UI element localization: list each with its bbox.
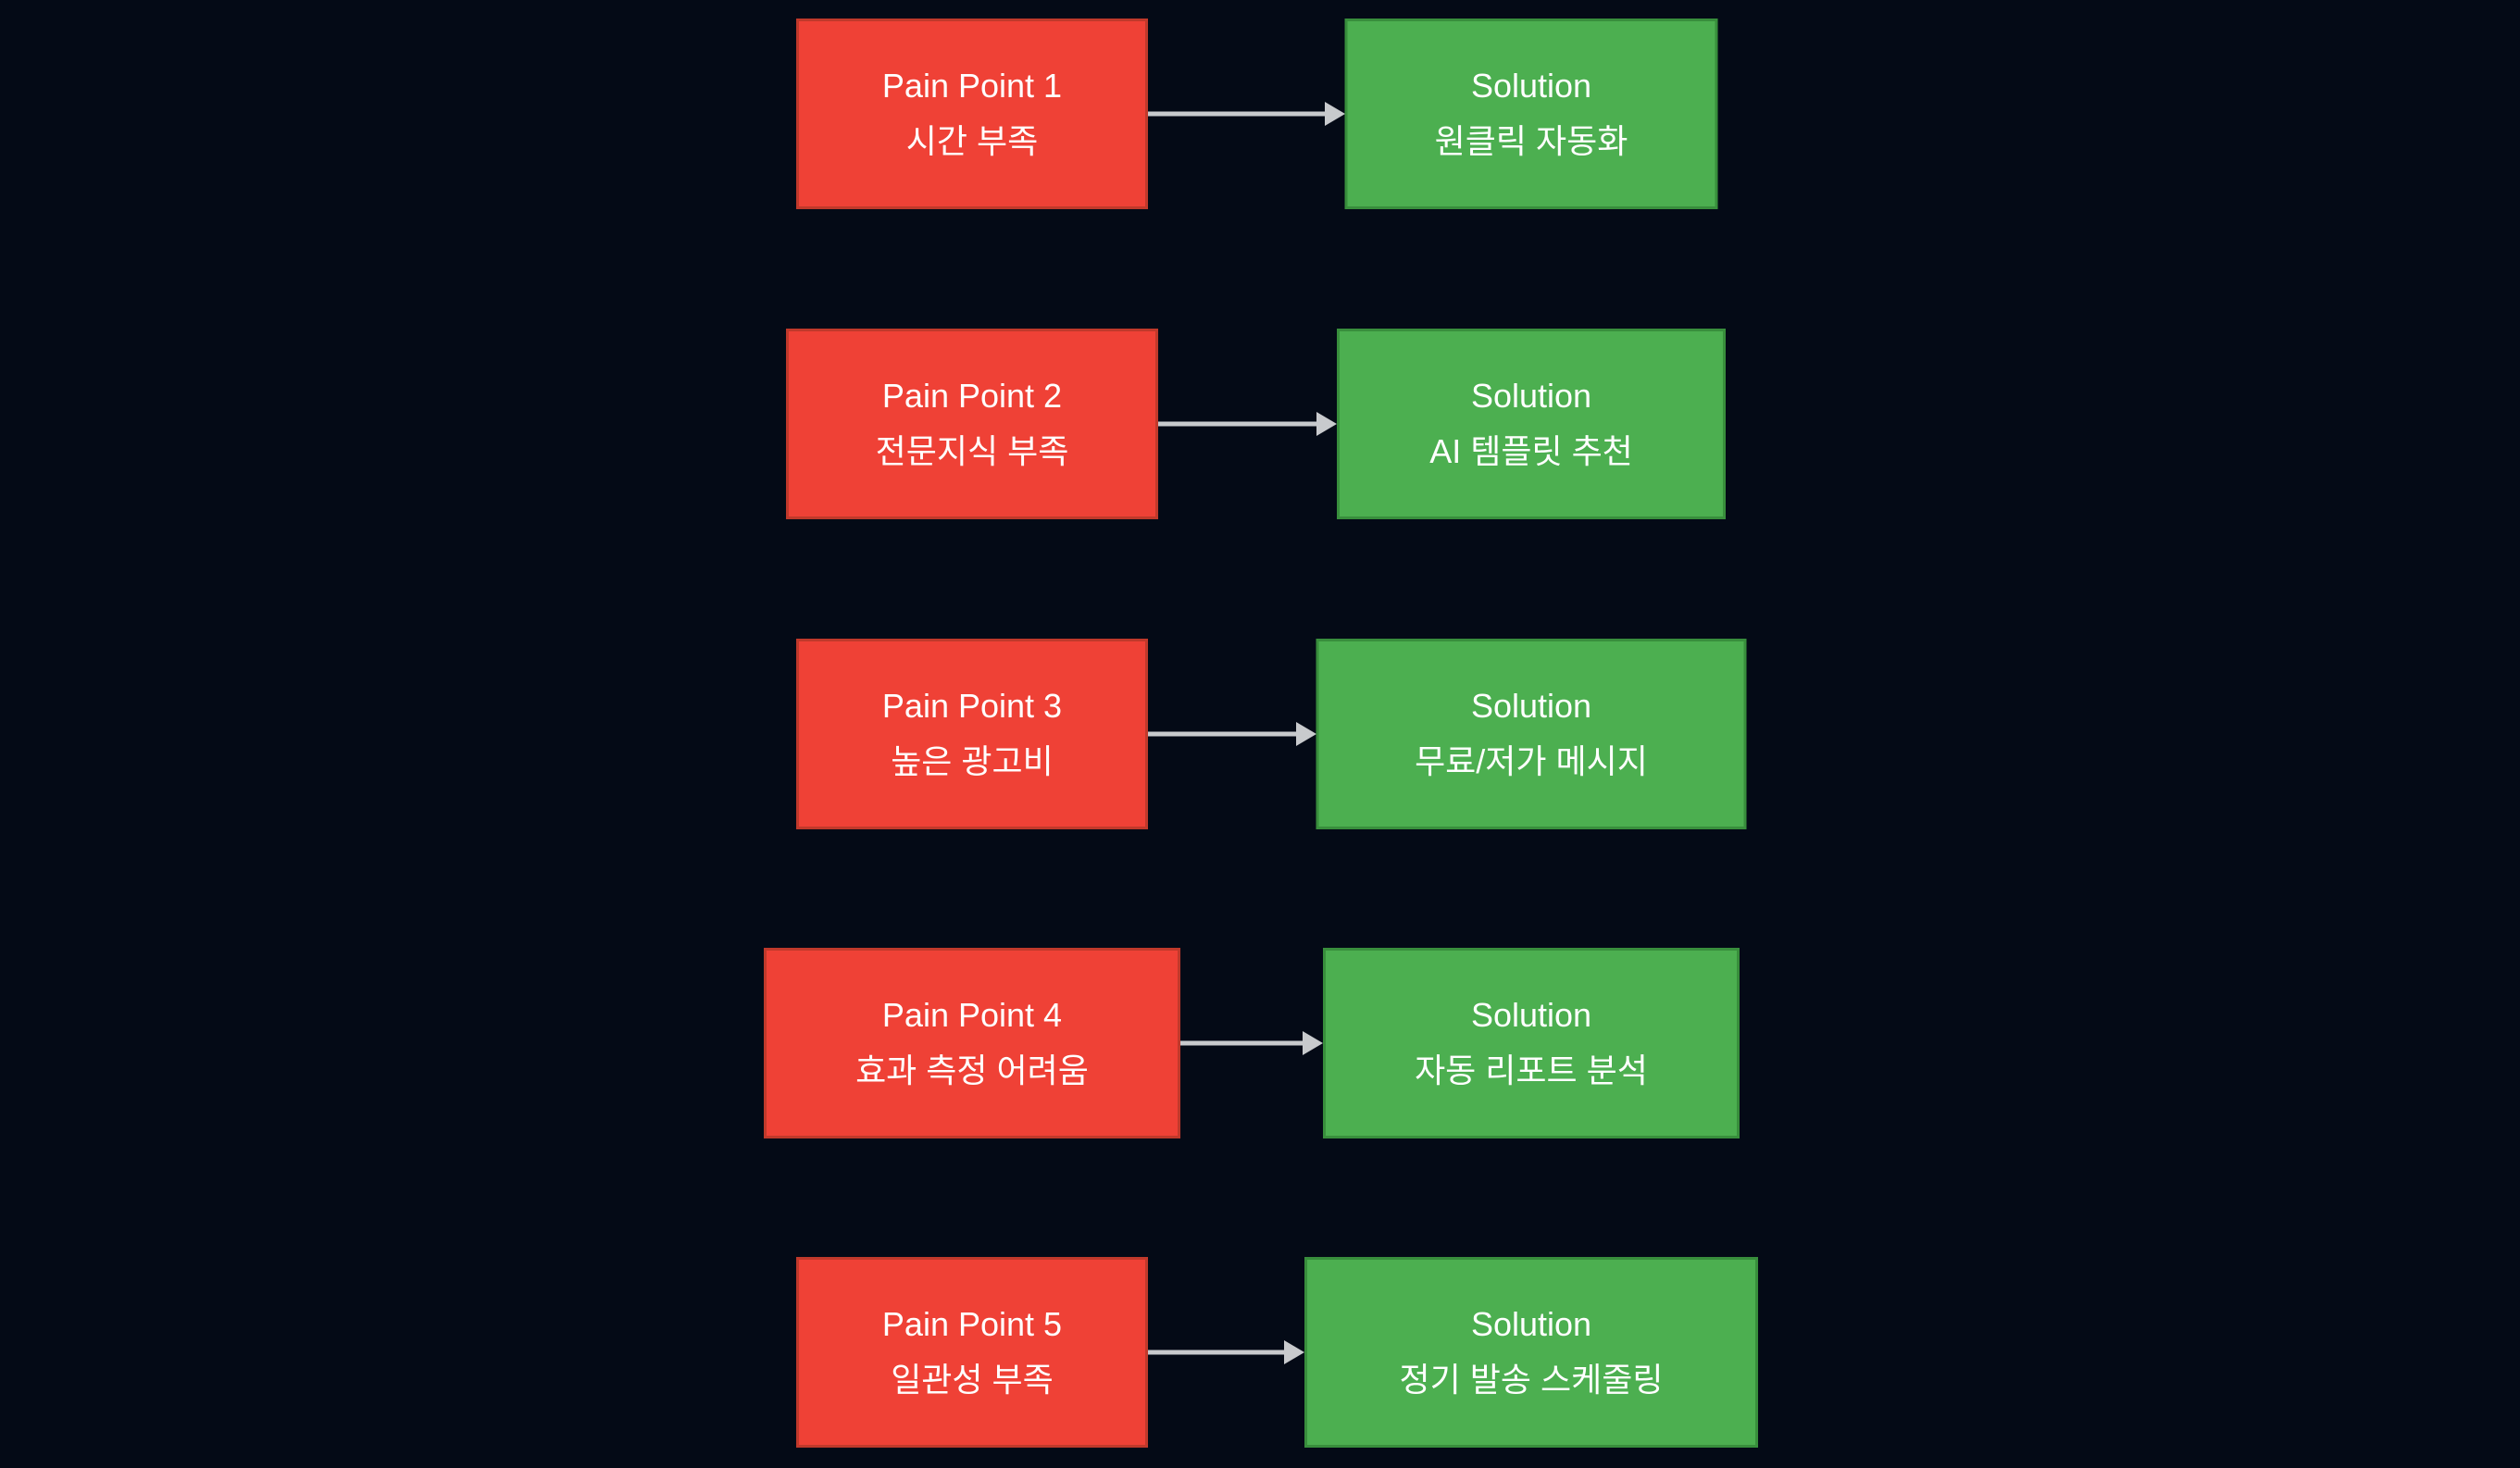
- pain-point-subtitle: 일관성 부족: [891, 1361, 1054, 1399]
- pain-point-subtitle: 효과 측정 어려움: [855, 1051, 1089, 1089]
- pain-point-subtitle: 전문지식 부족: [875, 432, 1069, 470]
- pain-point-box-1: Pain Point 1 시간 부족: [796, 19, 1148, 209]
- arrow-line: [1148, 1350, 1290, 1355]
- pain-point-box-2: Pain Point 2 전문지식 부족: [786, 329, 1158, 519]
- solution-title: Solution: [1470, 377, 1592, 415]
- pain-point-subtitle: 높은 광고비: [891, 742, 1054, 780]
- arrow-connector: [1148, 721, 1316, 747]
- arrow-line: [1158, 421, 1322, 427]
- solution-subtitle: 정기 발송 스케줄링: [1399, 1361, 1664, 1399]
- solution-box-4: Solution 자동 리포트 분석: [1323, 948, 1740, 1138]
- solution-subtitle: 자동 리포트 분석: [1415, 1051, 1648, 1089]
- flow-row-3: Pain Point 3 높은 광고비 Solution 무료/저가 메시지: [0, 639, 2520, 829]
- flow-row-1: Pain Point 1 시간 부족 Solution 원클릭 자동화: [0, 19, 2520, 209]
- arrow-connector: [1158, 411, 1337, 437]
- arrow-head-icon: [1316, 412, 1337, 436]
- arrow-connector: [1180, 1030, 1323, 1056]
- arrow-line: [1148, 111, 1330, 117]
- pain-point-title: Pain Point 5: [881, 1305, 1063, 1343]
- arrow-connector: [1148, 101, 1345, 127]
- flow-row-2: Pain Point 2 전문지식 부족 Solution AI 템플릿 추천: [0, 329, 2520, 519]
- arrow-connector: [1148, 1339, 1304, 1365]
- solution-subtitle: AI 템플릿 추천: [1429, 432, 1633, 470]
- pain-point-box-3: Pain Point 3 높은 광고비: [796, 639, 1148, 829]
- pain-point-box-5: Pain Point 5 일관성 부족: [796, 1257, 1148, 1448]
- solution-box-1: Solution 원클릭 자동화: [1344, 19, 1718, 209]
- pain-point-title: Pain Point 1: [881, 67, 1063, 105]
- solution-box-5: Solution 정기 발송 스케줄링: [1304, 1257, 1758, 1448]
- arrow-line: [1180, 1040, 1308, 1046]
- pain-point-box-4: Pain Point 4 효과 측정 어려움: [764, 948, 1180, 1138]
- arrow-head-icon: [1295, 722, 1316, 746]
- flow-row-5: Pain Point 5 일관성 부족 Solution 정기 발송 스케줄링: [0, 1257, 2520, 1448]
- pain-point-subtitle: 시간 부족: [905, 122, 1039, 160]
- solution-box-3: Solution 무료/저가 메시지: [1316, 639, 1747, 829]
- solution-box-2: Solution AI 템플릿 추천: [1337, 329, 1726, 519]
- arrow-line: [1148, 731, 1302, 737]
- arrow-head-icon: [1284, 1340, 1304, 1364]
- solution-subtitle: 원클릭 자동화: [1434, 122, 1628, 160]
- solution-title: Solution: [1470, 687, 1592, 725]
- solution-subtitle: 무료/저가 메시지: [1415, 742, 1648, 780]
- arrow-head-icon: [1303, 1031, 1323, 1055]
- arrow-head-icon: [1324, 102, 1345, 126]
- pain-point-title: Pain Point 2: [881, 377, 1063, 415]
- pain-point-title: Pain Point 3: [881, 687, 1063, 725]
- flow-row-4: Pain Point 4 효과 측정 어려움 Solution 자동 리포트 분…: [0, 948, 2520, 1138]
- solution-title: Solution: [1470, 1305, 1592, 1343]
- pain-point-title: Pain Point 4: [881, 996, 1063, 1034]
- solution-title: Solution: [1470, 996, 1592, 1034]
- solution-title: Solution: [1470, 67, 1592, 105]
